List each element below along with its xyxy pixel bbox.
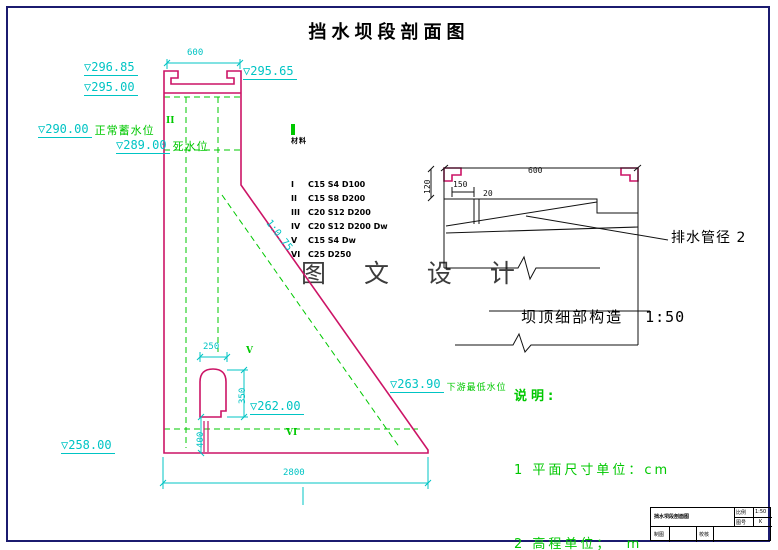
level-symbol-icon: ▽ (84, 80, 92, 94)
water-level-note: 死水位 (172, 140, 209, 153)
zone-label: V (246, 346, 253, 356)
title-block-sheet-label: 图号 (736, 520, 747, 526)
sheet-border (6, 6, 770, 542)
water-level-note: 下游最低水位 (446, 383, 507, 393)
level-symbol-icon: ▽ (38, 122, 46, 136)
elevation-marker-290-00: ▽290.00 正常蓄水位 (38, 122, 155, 138)
title-block-cell: 制图 (654, 532, 665, 538)
dim-crest-width: 600 (187, 48, 204, 58)
elevation-marker-258-00: ▽258.00 (61, 438, 115, 454)
title-block-cell: 校核 (699, 532, 710, 538)
detail-caption-text: 坝顶细部构造 (521, 308, 624, 326)
title-block-sheet-value: K (759, 519, 763, 525)
legend-zone1-swatch (291, 124, 295, 135)
title-block-scale-value: 1:50 (755, 509, 767, 515)
detail-scale: 1:50 (645, 308, 686, 326)
zone-label: II (166, 116, 175, 126)
elevation-marker-296-85: ▽296.85 (84, 60, 138, 76)
level-symbol-icon: ▽ (116, 138, 124, 152)
note-item: 1 平面尺寸单位：cm (514, 463, 671, 478)
detail-caption: 坝顶细部构造 1:50 (494, 288, 685, 345)
detail-dim-pipe: 20 (483, 189, 493, 198)
dim-gallery-height: 350 (238, 387, 248, 404)
legend-header: 材料 (291, 137, 307, 145)
page-title: 挡水坝段剖面图 (308, 22, 470, 43)
notes-header: 说明: (514, 389, 558, 404)
zone-label: VI (286, 428, 298, 438)
detail-dim-width: 600 (528, 166, 543, 175)
title-block: 挡水坝段剖面图 比例 1:50 图号 K 制图 校核 (650, 507, 772, 542)
title-block-scale-label: 比例 (736, 510, 747, 516)
dim-gallery-width: 250 (203, 342, 220, 352)
note-item: 2 高程单位； m (514, 537, 643, 550)
drain-pipe-leader-label: 排水管径 2 (671, 230, 747, 246)
elevation-marker-262-00: ▽262.00 (250, 399, 304, 415)
elevation-marker-289-00: ▽289.00 死水位 (116, 138, 209, 154)
level-symbol-icon: ▽ (61, 438, 69, 452)
elevation-marker-295-00: ▽295.00 (84, 80, 138, 96)
elevation-marker-263-90: ▽263.90 下游最低水位 (390, 377, 507, 393)
detail-dim-drain-offset: 150 (453, 180, 468, 189)
dim-base-width: 2800 (283, 468, 305, 478)
level-symbol-icon: ▽ (243, 64, 251, 78)
detail-dim-height: 120 (423, 179, 432, 194)
elevation-marker-295-65: ▽295.65 (243, 64, 297, 80)
level-symbol-icon: ▽ (250, 399, 258, 413)
level-symbol-icon: ▽ (390, 377, 398, 391)
notes-block: 说明: 1 平面尺寸单位：cm 2 高程单位； m (514, 347, 670, 550)
dim-drain-depth: 400 (196, 431, 206, 448)
level-symbol-icon: ▽ (84, 60, 92, 74)
water-level-note: 正常蓄水位 (94, 124, 155, 137)
title-block-name: 挡水坝段剖面图 (654, 514, 690, 520)
